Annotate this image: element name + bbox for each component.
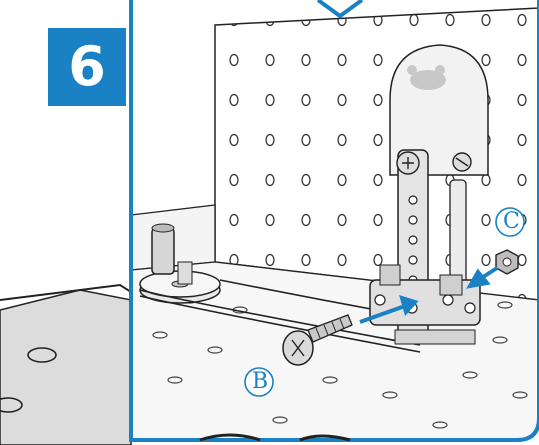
callout-label-c: C [503,211,520,233]
callout-label-b: B [252,371,268,393]
step-number: 6 [68,40,106,94]
hex-nut [496,250,518,274]
step-number-badge: 6 [48,28,126,106]
crank-handle [152,228,174,274]
background-plate [0,285,131,445]
detail-panel [131,0,539,440]
base-block [370,280,480,325]
pegboard-holes [215,8,539,300]
